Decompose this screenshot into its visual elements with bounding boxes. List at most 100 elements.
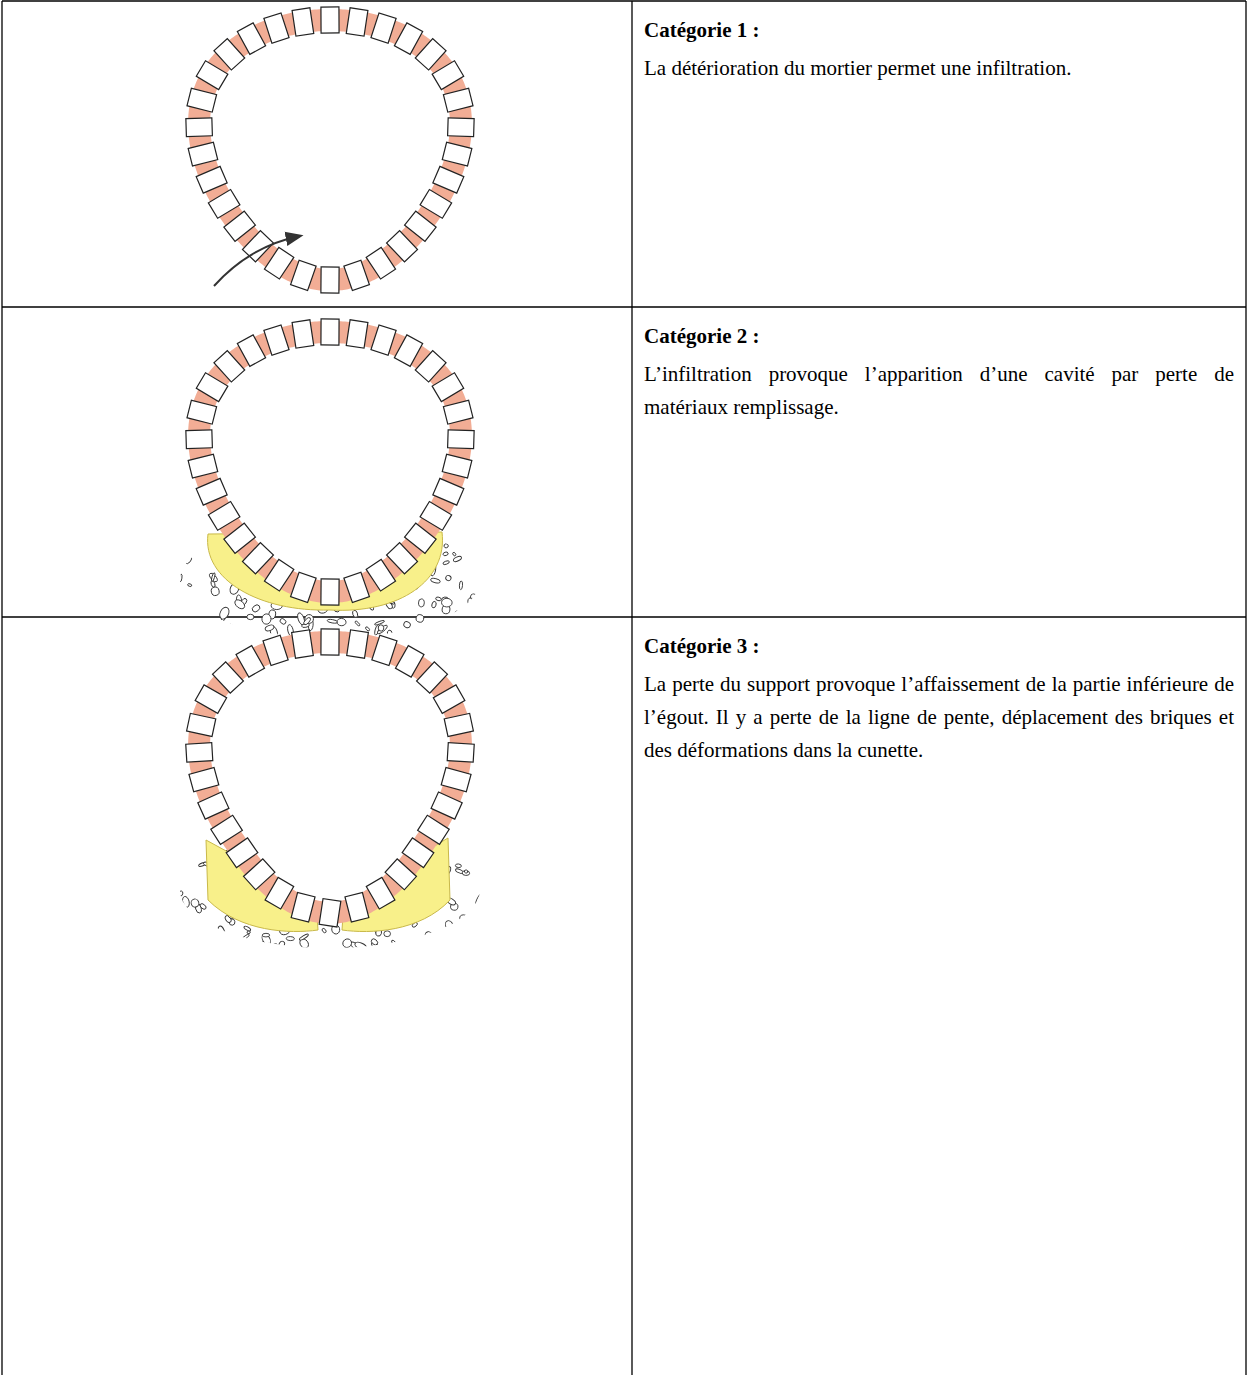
- gravel-stone: [217, 925, 226, 937]
- gravel-stone: [460, 915, 468, 922]
- brick: [442, 454, 472, 478]
- gravel-stone: [466, 941, 475, 949]
- brick: [291, 572, 317, 602]
- gravel-stone: [455, 931, 465, 934]
- brick: [420, 501, 452, 530]
- gravel-stone: [210, 586, 220, 596]
- brick: [224, 211, 256, 241]
- brick: [263, 635, 288, 665]
- gravel-stone: [442, 623, 454, 633]
- brick: [265, 877, 294, 909]
- category-heading: Catégorie 1 :: [644, 16, 1234, 44]
- gravel-stone: [466, 924, 477, 935]
- brick: [344, 260, 370, 290]
- brick: [321, 267, 339, 293]
- brick: [442, 142, 472, 166]
- brick: [415, 39, 446, 70]
- gravel-stone: [443, 560, 450, 565]
- brick: [385, 859, 416, 890]
- brick: [187, 713, 216, 736]
- brick: [405, 523, 437, 553]
- gravel-stone: [327, 619, 338, 624]
- brick: [208, 189, 240, 218]
- gravel-stone: [470, 593, 479, 602]
- brick: [372, 635, 397, 665]
- category-description: L’infiltration provoque l’apparition d’u…: [644, 358, 1234, 424]
- gravel-stone: [391, 939, 399, 949]
- gravel-stone: [198, 532, 208, 543]
- infiltration-arrow: [214, 236, 300, 286]
- brick: [444, 713, 473, 736]
- gravel-stone: [260, 933, 272, 946]
- gravel-stone: [384, 931, 391, 937]
- gravel-stone: [233, 598, 246, 610]
- brick: [321, 579, 339, 605]
- gravel-stone: [278, 940, 286, 948]
- brick: [189, 768, 219, 792]
- gravel-stone: [178, 831, 184, 837]
- brick: [433, 166, 464, 193]
- gravel-stone: [189, 535, 200, 548]
- brick: [346, 320, 368, 348]
- table-rule: [2, 306, 1246, 307]
- gravel-stone: [202, 624, 209, 634]
- gravel-stone: [443, 551, 449, 556]
- brick: [441, 768, 471, 792]
- gravel-stone: [299, 933, 309, 941]
- brick: [366, 877, 395, 909]
- brick: [418, 815, 450, 844]
- gravel-stone: [187, 583, 192, 587]
- gravel-stone: [462, 870, 470, 875]
- brick: [321, 629, 339, 655]
- mortar-ring: [199, 642, 461, 913]
- gravel-stone: [464, 869, 468, 873]
- brick: [395, 646, 423, 677]
- brick: [244, 859, 275, 890]
- brick: [346, 8, 368, 36]
- gravel-stone: [476, 609, 483, 615]
- gravel-stone: [195, 831, 200, 842]
- brick: [188, 142, 218, 166]
- gravel-stone: [475, 894, 482, 904]
- gravel-stone: [460, 838, 466, 843]
- gravel-stone: [465, 939, 477, 951]
- brick: [321, 319, 339, 345]
- brick: [417, 662, 448, 693]
- table-rule: [631, 1, 632, 1375]
- brick: [443, 88, 473, 112]
- gravel-stone: [262, 614, 272, 625]
- brick: [213, 662, 244, 693]
- brick: [264, 13, 289, 43]
- gravel-stone: [425, 936, 429, 944]
- gravel-stone: [179, 900, 186, 913]
- gravel-stone: [431, 601, 437, 608]
- brick: [196, 166, 227, 193]
- gravel-stone: [337, 618, 347, 626]
- gravel-stone: [279, 617, 287, 625]
- gravel-stone: [321, 928, 327, 934]
- gravel-stone: [457, 920, 464, 928]
- brick: [291, 892, 315, 922]
- gravel-stone: [195, 838, 199, 842]
- gravel-stone: [450, 615, 458, 627]
- gravel-stone: [472, 545, 478, 552]
- brick: [321, 7, 339, 33]
- brick: [405, 211, 437, 241]
- category-heading: Catégorie 2 :: [644, 322, 1234, 350]
- brick: [196, 61, 228, 90]
- gravel-stone: [458, 542, 469, 552]
- brick: [394, 335, 422, 366]
- brick: [242, 543, 273, 574]
- brick: [264, 247, 293, 279]
- gravel-stone: [190, 630, 194, 635]
- gravel-stone: [251, 604, 261, 614]
- table-rule: [2, 0, 1246, 1]
- gravel-stone: [465, 923, 473, 928]
- sewer-category-2: [176, 319, 483, 646]
- gravel-stone: [445, 575, 452, 582]
- gravel-stone: [370, 938, 379, 946]
- table-rule: [2, 616, 1246, 617]
- brick: [447, 743, 474, 763]
- gravel-stone: [226, 623, 237, 633]
- gravel-stone: [303, 616, 312, 625]
